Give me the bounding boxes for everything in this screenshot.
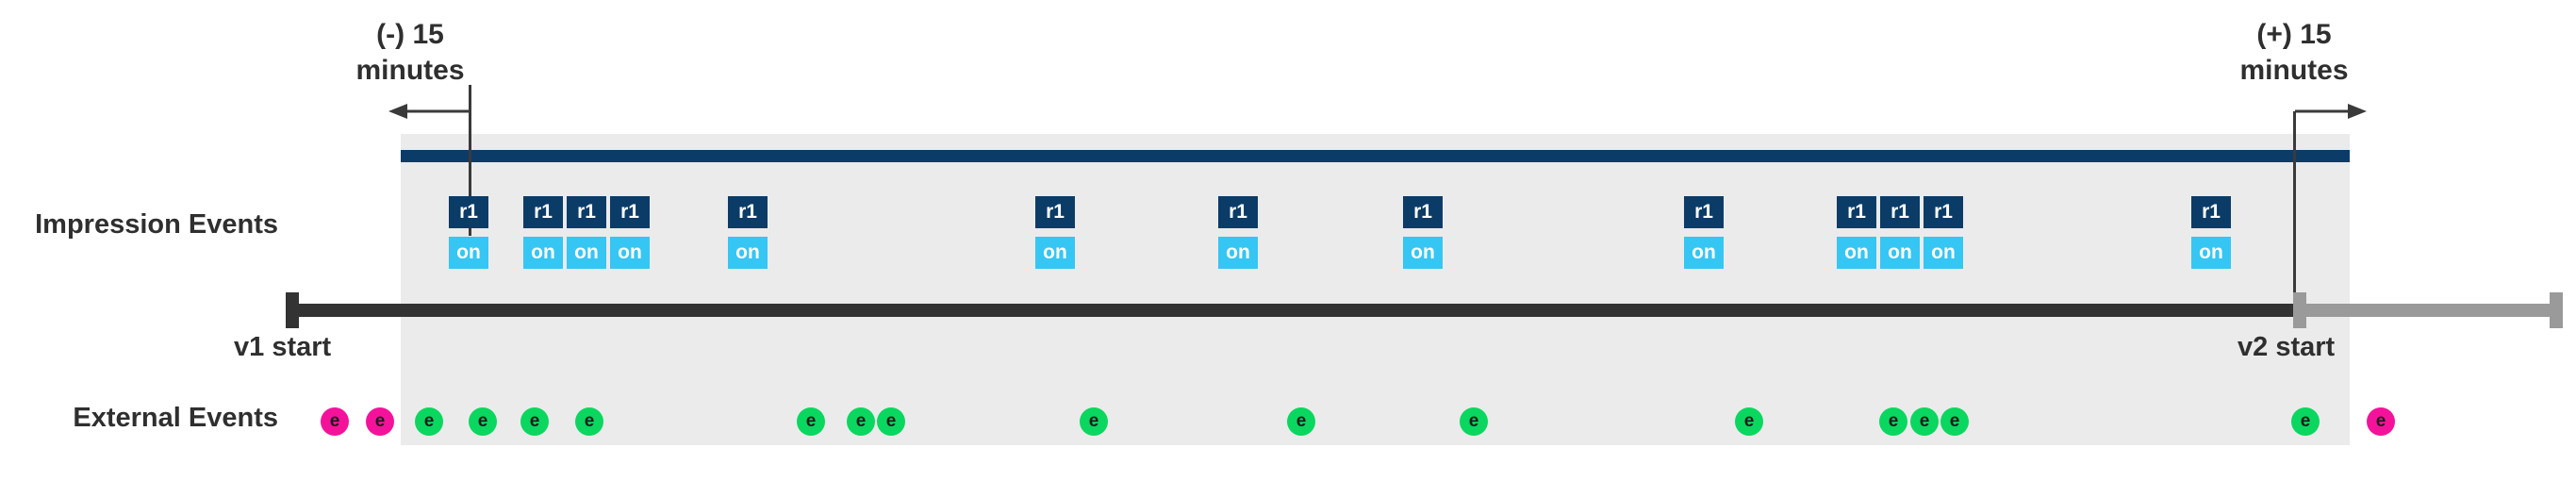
external-event-dot[interactable]: e — [1287, 407, 1315, 436]
row-label-external-events: External Events — [73, 403, 278, 433]
impression-chip-r1[interactable]: r1 — [2191, 196, 2231, 228]
impression-chip-r1[interactable]: r1 — [1837, 196, 1876, 228]
timeline-cap-v2-start — [2293, 292, 2306, 328]
external-event-dot[interactable]: e — [415, 407, 443, 436]
external-event-dot[interactable]: e — [1879, 407, 1907, 436]
external-event-dot[interactable]: e — [797, 407, 825, 436]
impression-r1-row: r1 — [1403, 196, 1443, 228]
external-event-dot[interactable]: e — [469, 407, 497, 436]
impression-chip-r1[interactable]: r1 — [1880, 196, 1920, 228]
impression-chip-on[interactable]: on — [1837, 237, 1876, 269]
version-bar — [401, 150, 2350, 162]
impression-chip-on[interactable]: on — [2191, 237, 2231, 269]
external-event-dot[interactable]: e — [2291, 407, 2320, 436]
impression-chip-on[interactable]: on — [1403, 237, 1443, 269]
right-window-callout-line — [2293, 111, 2296, 321]
external-event-dot[interactable]: e — [1460, 407, 1488, 436]
impression-on-row: on — [1684, 237, 1724, 269]
impression-chip-r1[interactable]: r1 — [610, 196, 650, 228]
external-event-dot[interactable]: e — [2367, 407, 2395, 436]
impression-chip-on[interactable]: on — [728, 237, 768, 269]
impression-chip-on[interactable]: on — [523, 237, 563, 269]
timeline-rail-v2 — [2293, 304, 2563, 317]
left-window-callout-label: (-) 15 minutes — [355, 19, 465, 86]
impression-chip-r1[interactable]: r1 — [1684, 196, 1724, 228]
impression-group: r1 on — [728, 196, 768, 269]
row-label-impression-events: Impression Events — [35, 209, 278, 240]
impression-r1-row: r1 — [2191, 196, 2231, 228]
impression-on-row: on — [1403, 237, 1443, 269]
impression-r1-row: r1 — [1684, 196, 1724, 228]
timeline-cap-v2-end — [2550, 292, 2563, 328]
impression-chip-r1[interactable]: r1 — [1924, 196, 1963, 228]
left-window-arrow-icon — [388, 104, 469, 119]
timeline-cap-v1-start — [286, 292, 299, 328]
external-event-dot[interactable]: e — [321, 407, 349, 436]
impression-group: r1 on — [1403, 196, 1443, 269]
impression-r1-row: r1 — [728, 196, 768, 228]
external-event-dot[interactable]: e — [877, 407, 905, 436]
impression-group: r1 on — [2191, 196, 2231, 269]
external-event-dot[interactable]: e — [1910, 407, 1939, 436]
v1-start-label: v1 start — [234, 332, 332, 362]
impression-chip-on[interactable]: on — [1924, 237, 1963, 269]
impression-chip-on[interactable]: on — [1684, 237, 1724, 269]
impression-group: r1 on — [1684, 196, 1724, 269]
timeline-rail-v1 — [286, 304, 2293, 317]
impression-chip-r1[interactable]: r1 — [1218, 196, 1258, 228]
right-window-arrow-icon — [2295, 104, 2367, 119]
external-event-dot[interactable]: e — [366, 407, 394, 436]
impression-chip-on[interactable]: on — [1218, 237, 1258, 269]
impression-chip-r1[interactable]: r1 — [728, 196, 768, 228]
impression-group: r1 on — [1035, 196, 1075, 269]
impression-r1-row: r1 — [449, 196, 488, 228]
impression-chip-r1[interactable]: r1 — [1035, 196, 1075, 228]
external-event-dot[interactable]: e — [575, 407, 603, 436]
impression-on-row: on — [728, 237, 768, 269]
impression-chip-r1[interactable]: r1 — [1403, 196, 1443, 228]
impression-chip-on[interactable]: on — [1880, 237, 1920, 269]
v2-start-label: v2 start — [2237, 332, 2336, 362]
impression-group: r1 on — [449, 196, 488, 269]
external-event-dot[interactable]: e — [1080, 407, 1108, 436]
impression-group: r1 on — [1218, 196, 1258, 269]
impression-chip-r1[interactable]: r1 — [523, 196, 563, 228]
impression-chip-r1[interactable]: r1 — [449, 196, 488, 228]
impression-on-row: on — [1035, 237, 1075, 269]
left-window-callout-line — [469, 85, 471, 236]
impression-chip-on[interactable]: on — [610, 237, 650, 269]
impression-r1-row: r1 — [1218, 196, 1258, 228]
impression-on-row: on — [1218, 237, 1258, 269]
impression-on-row: on — [449, 237, 488, 269]
external-event-dot[interactable]: e — [520, 407, 549, 436]
impression-on-row: on — [2191, 237, 2231, 269]
impression-chip-on[interactable]: on — [1035, 237, 1075, 269]
external-event-dot[interactable]: e — [847, 407, 875, 436]
external-event-dot[interactable]: e — [1940, 407, 1969, 436]
external-event-dot[interactable]: e — [1735, 407, 1763, 436]
impression-chip-on[interactable]: on — [449, 237, 488, 269]
impression-chip-on[interactable]: on — [567, 237, 606, 269]
impression-r1-row: r1 — [1035, 196, 1075, 228]
impression-chip-r1[interactable]: r1 — [567, 196, 606, 228]
measurement-window-band — [401, 134, 2350, 445]
right-window-callout-label: (+) 15 minutes — [2239, 19, 2349, 86]
